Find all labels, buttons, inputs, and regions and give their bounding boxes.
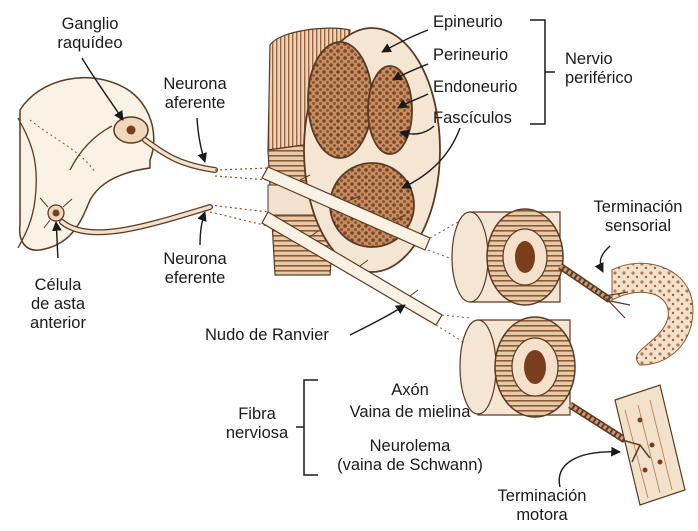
label-vaina-mielina: Vaina de mielina [349, 403, 471, 421]
leader-epineurio [381, 29, 429, 53]
label-fasciculos: Fascículos [433, 109, 512, 127]
afferent-cylinder [261, 166, 461, 263]
lower-fiber-cross-section [459, 316, 627, 443]
motor-terminal [614, 384, 686, 506]
label-nudo-ranvier: Nudo de Ranvier [205, 326, 329, 344]
leader-endoneurio [397, 93, 429, 109]
label-epineurio: Epineurio [433, 13, 503, 31]
leader-lines [52, 29, 621, 488]
efferent-fiber [59, 204, 269, 236]
leader-perineurio [392, 63, 429, 81]
leader-terminacion-sensorial [594, 245, 611, 273]
anterior-horn-cell [39, 197, 73, 229]
label-axon: Axón [391, 381, 429, 399]
label-neurolema: Neurolema(vaina de Schwann) [337, 437, 483, 474]
afferent-fiber [142, 137, 269, 181]
leader-fasciculos-2 [401, 127, 461, 189]
leader-eferente [197, 211, 207, 246]
leader-terminacion-motora [558, 446, 621, 488]
fibra-nerviosa-bracket [296, 379, 318, 476]
leader-ganglio [81, 57, 124, 121]
label-perineurio: Perineurio [433, 46, 509, 64]
leader-aferente [196, 117, 207, 163]
nervio-periferico-bracket [530, 19, 555, 125]
leader-celula [52, 221, 62, 259]
leader-fasciculos-1 [399, 125, 435, 140]
sensory-terminal [604, 262, 694, 366]
upper-fiber-cross-section [451, 208, 612, 306]
spinal-ganglion [69, 116, 149, 171]
spinal-cord-section [17, 76, 155, 251]
leader-ranvier [349, 304, 406, 336]
label-endoneurio: Endoneurio [433, 78, 518, 96]
